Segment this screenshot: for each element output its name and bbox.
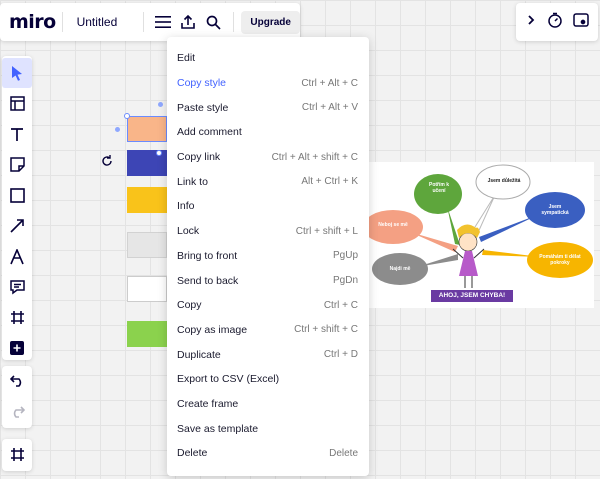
menu-item-copy-style[interactable]: Copy style Ctrl + Alt + C bbox=[167, 71, 369, 96]
menu-item-label: Save as template bbox=[177, 422, 259, 435]
menu-item-send-to-back[interactable]: Send to back PgDn bbox=[167, 268, 369, 293]
menu-item-shortcut: Alt + Ctrl + K bbox=[301, 176, 358, 188]
templates-icon[interactable] bbox=[2, 89, 32, 119]
selection-handle[interactable] bbox=[158, 102, 163, 107]
shape-yellow[interactable] bbox=[127, 187, 167, 213]
menu-item-lock[interactable]: Lock Ctrl + shift + L bbox=[167, 219, 369, 244]
menu-item-shortcut: Delete bbox=[329, 447, 358, 459]
shape-icon[interactable] bbox=[2, 180, 32, 210]
menu-item-copy[interactable]: Copy Ctrl + C bbox=[167, 293, 369, 318]
menu-item-shortcut: PgDn bbox=[332, 275, 358, 287]
menu-icon[interactable] bbox=[150, 7, 175, 37]
menu-item-shortcut: PgUp bbox=[332, 250, 358, 262]
shape-green[interactable] bbox=[127, 321, 167, 347]
timer-icon[interactable] bbox=[547, 12, 563, 33]
divider bbox=[143, 12, 145, 32]
divider bbox=[61, 12, 63, 32]
menu-item-label: Lock bbox=[177, 225, 200, 238]
pen-icon[interactable] bbox=[2, 242, 32, 272]
board-view-icon[interactable] bbox=[573, 12, 589, 32]
menu-item-label: Info bbox=[177, 200, 195, 213]
menu-item-label: Export to CSV (Excel) bbox=[177, 373, 280, 386]
more-tools-icon[interactable] bbox=[2, 333, 32, 363]
menu-item-info[interactable]: Info bbox=[167, 194, 369, 219]
undo-icon[interactable] bbox=[2, 366, 32, 396]
menu-item-label: Create frame bbox=[177, 397, 239, 410]
select-icon[interactable] bbox=[2, 58, 32, 88]
upgrade-button[interactable]: Upgrade bbox=[241, 10, 300, 34]
sticky-note-icon[interactable] bbox=[2, 150, 32, 180]
menu-item-shortcut: Ctrl + Alt + V bbox=[301, 102, 358, 114]
menu-item-create-frame[interactable]: Create frame bbox=[167, 392, 369, 417]
frames-panel bbox=[2, 439, 32, 471]
shape-gray[interactable] bbox=[127, 232, 167, 258]
comment-icon[interactable] bbox=[2, 272, 32, 302]
chevron-right-icon[interactable] bbox=[525, 13, 537, 31]
resize-handle[interactable] bbox=[156, 150, 162, 156]
menu-item-label: Copy style bbox=[177, 77, 227, 90]
menu-item-label: Duplicate bbox=[177, 348, 221, 361]
image-banner: AHOJ, JSEM CHYBA! bbox=[431, 290, 513, 302]
text-icon[interactable] bbox=[2, 119, 32, 149]
board-title[interactable]: Untitled bbox=[76, 15, 118, 29]
bubble-text: Jsem sympatická bbox=[541, 204, 569, 216]
bubble-text: Pomáhám ti dělat pokroky bbox=[539, 254, 581, 266]
menu-item-shortcut: Ctrl + shift + L bbox=[295, 225, 358, 237]
bubble-text: Potřím k učení bbox=[428, 182, 449, 194]
menu-item-label: Edit bbox=[177, 52, 196, 65]
miro-logo[interactable]: miro bbox=[9, 11, 56, 33]
redo-icon[interactable] bbox=[2, 397, 32, 427]
bubble-text: Neboj se mě bbox=[378, 222, 408, 228]
divider bbox=[232, 12, 234, 32]
menu-item-shortcut: Ctrl + D bbox=[323, 349, 358, 361]
menu-item-label: Paste style bbox=[177, 101, 229, 114]
menu-item-label: Copy link bbox=[177, 151, 221, 164]
menu-item-label: Link to bbox=[177, 175, 208, 188]
connector-icon[interactable] bbox=[2, 211, 32, 241]
menu-item-save-as-template[interactable]: Save as template bbox=[167, 416, 369, 441]
menu-item-shortcut: Ctrl + shift + C bbox=[294, 324, 358, 336]
selection-handle[interactable] bbox=[115, 127, 120, 132]
shape-orange[interactable] bbox=[127, 116, 167, 142]
menu-item-label: Delete bbox=[177, 447, 208, 460]
top-toolbar: miro Untitled Upgrade bbox=[0, 3, 300, 41]
menu-item-add-comment[interactable]: Add comment bbox=[167, 120, 369, 145]
menu-item-edit[interactable]: Edit bbox=[167, 46, 369, 71]
menu-item-shortcut: Ctrl + Alt + C bbox=[301, 77, 358, 89]
undo-redo-panel bbox=[2, 366, 32, 428]
rotate-icon[interactable] bbox=[100, 154, 114, 173]
menu-item-copy-as-image[interactable]: Copy as image Ctrl + shift + C bbox=[167, 318, 369, 343]
menu-item-label: Copy bbox=[177, 299, 202, 312]
shape-white[interactable] bbox=[127, 276, 167, 302]
menu-item-label: Bring to front bbox=[177, 249, 238, 262]
resize-handle[interactable] bbox=[124, 113, 130, 119]
menu-item-label: Add comment bbox=[177, 126, 242, 139]
top-right-toolbar bbox=[516, 3, 598, 41]
menu-item-link-to[interactable]: Link to Alt + Ctrl + K bbox=[167, 169, 369, 194]
menu-item-paste-style[interactable]: Paste style Ctrl + Alt + V bbox=[167, 95, 369, 120]
menu-item-label: Send to back bbox=[177, 274, 239, 287]
search-icon[interactable] bbox=[201, 7, 226, 37]
menu-item-delete[interactable]: Delete Delete bbox=[167, 441, 369, 466]
export-icon[interactable] bbox=[176, 7, 201, 37]
menu-item-bring-to-front[interactable]: Bring to front PgUp bbox=[167, 244, 369, 269]
frame-icon[interactable] bbox=[2, 303, 32, 333]
menu-item-label: Copy as image bbox=[177, 323, 248, 336]
menu-item-shortcut: Ctrl + Alt + shift + C bbox=[271, 151, 358, 163]
left-toolbar bbox=[2, 56, 32, 360]
frames-panel-icon[interactable] bbox=[2, 439, 32, 469]
menu-item-export-to-csv-excel[interactable]: Export to CSV (Excel) bbox=[167, 367, 369, 392]
menu-item-duplicate[interactable]: Duplicate Ctrl + D bbox=[167, 342, 369, 367]
board-image[interactable]: Potřím k učení Jsem důležitá Jsem sympat… bbox=[355, 162, 594, 308]
menu-item-shortcut: Ctrl + C bbox=[323, 299, 358, 311]
bubble-text: Najdi mě bbox=[389, 266, 411, 272]
bubble-text: Jsem důležitá bbox=[487, 178, 521, 184]
menu-item-copy-link[interactable]: Copy link Ctrl + Alt + shift + C bbox=[167, 145, 369, 170]
